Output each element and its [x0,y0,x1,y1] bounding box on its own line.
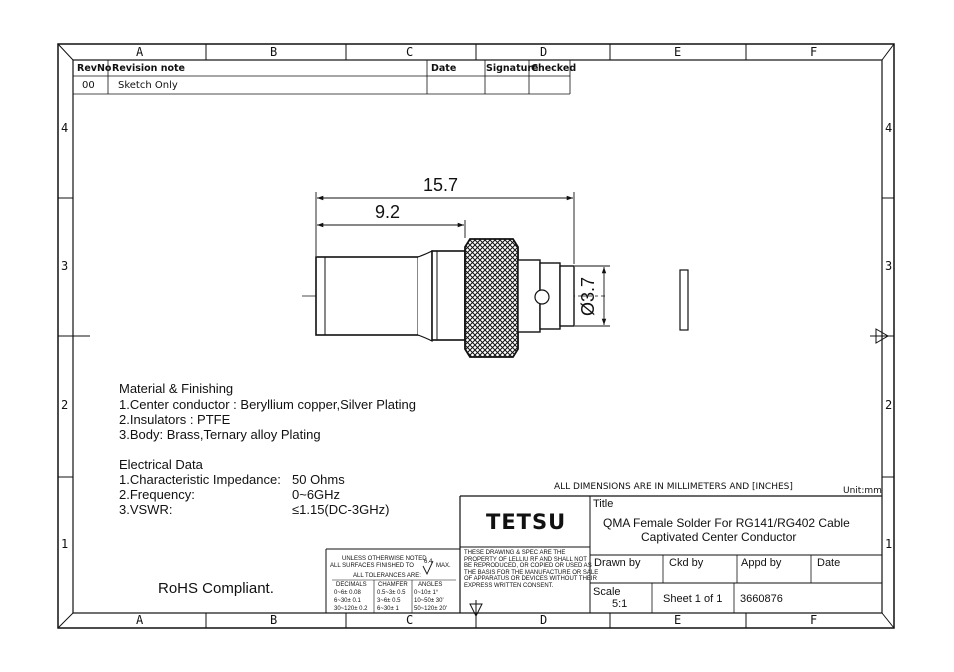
tolerance-line-1: Unless otherwise noted [342,556,427,562]
disclaimer-line: express written consent. [464,582,554,589]
title-block-grid [325,495,882,613]
zone-label-bottom-d: D [540,613,548,627]
units-note: All dimensions are in millimeters and [i… [554,482,793,492]
tolerance-cell: 3~6± 0.5 [377,598,401,604]
drawing-frame [57,43,895,629]
tolerance-col-header: Angles [418,582,443,588]
drawing-title-line-1: QMA Female Solder For RG141/RG402 Cable [603,516,850,530]
revision-header-note: Revision note [112,63,185,74]
dimension-lines [315,192,610,327]
tolerance-cell: 0~10± 1° [414,590,439,596]
material-title: Material & Finishing [119,381,234,396]
zone-label-left-3: 3 [61,259,69,273]
tolerance-cell: 6~30± 1 [377,606,399,612]
scale-value: 5:1 [612,598,628,610]
tolerance-cell: 10~50± 30' [414,598,444,604]
zone-label-bottom-b: B [270,613,278,627]
sheet-number: Sheet 1 of 1 [663,593,723,605]
tolerance-cell: 50~120± 20' [414,606,447,612]
zone-label-left-2: 2 [61,398,69,412]
electrical-title: Electrical Data [119,457,203,472]
scale-label: Scale [593,586,621,598]
zone-label-bottom-e: E [674,613,682,627]
approved-by-label: Appd by [741,557,782,569]
zone-label-top-f: F [810,45,818,59]
electrical-value: 50 Ohms [292,472,345,487]
tolerance-cell: 0~6± 0.08 [334,590,361,596]
company-logo-text: TETSU [486,510,567,534]
material-line: 2.Insulators : PTFE [119,412,231,427]
rohs-note: RoHS Compliant. [158,580,274,597]
connector-side-view [302,238,605,358]
disclaimer-line: the basis for the manufacture or sale [464,569,599,576]
title-label: Title [593,498,614,510]
disclaimer-line: be reproduced, or copied or used as [464,563,592,569]
zone-label-left-4: 4 [61,121,69,135]
electrical-label: 3.VSWR: [119,502,173,517]
dimension-partial-length: 9.2 [375,202,401,222]
revision-header-rev: RevNo [77,63,112,74]
material-line: 3.Body: Brass,Ternary alloy Plating [119,427,321,442]
revision-row-note: Sketch Only [118,80,178,91]
dimension-diameter: Ø3.7 [578,276,599,317]
surface-finish-suffix: max. [436,563,451,569]
surface-finish-value: 6.4 [424,559,433,565]
tolerance-col-header: Decimals [336,582,367,588]
tolerance-cell: 30~120± 0.2 [334,606,368,612]
zone-label-left-1: 1 [61,537,69,551]
zone-label-right-2: 2 [885,398,893,412]
zone-label-top-a: A [136,45,144,59]
tolerance-cell: 0.5~3± 0.5 [377,590,406,596]
drawn-by-label: Drawn by [594,557,641,569]
date-label: Date [817,557,841,569]
zone-label-right-3: 3 [885,259,893,273]
zone-label-top-b: B [270,45,278,59]
zone-label-top-e: E [674,45,682,59]
zone-label-bottom-c: C [406,613,414,627]
revision-row-rev: 00 [82,80,95,91]
revision-header-signature: Signature [486,63,539,74]
electrical-value: 0~6GHz [292,487,341,502]
material-line: 1.Center conductor : Beryllium copper,Si… [119,397,416,412]
zone-label-top-d: D [540,45,548,59]
zone-label-bottom-a: A [136,613,144,627]
tolerance-col-header: Chamfer [378,582,408,588]
revision-table-grid [73,60,571,95]
electrical-label: 2.Frequency: [119,487,195,502]
zone-label-bottom-f: F [810,613,818,627]
electrical-value: ≤1.15(DC-3GHz) [292,502,390,517]
end-view-outline [679,269,689,331]
zone-label-right-1: 1 [885,537,893,551]
zone-label-right-4: 4 [885,121,893,135]
checked-by-label: Ckd by [669,557,704,569]
tolerance-cell: 6~30± 0.1 [334,598,361,604]
drawing-title-line-2: Captivated Center Conductor [641,530,797,544]
disclaimer-line: property of lelliu rf and shall not [464,556,587,563]
zone-label-top-c: C [406,45,414,59]
disclaimer-line: of apparatus or devices without their [464,576,597,582]
electrical-label: 1.Characteristic Impedance: [119,472,281,487]
unit-label: Unit:mm [843,486,882,496]
tolerance-line-3: All tolerances are: [353,573,421,579]
dimension-overall-length: 15.7 [423,175,459,195]
drawing-number: 3660876 [740,593,783,605]
revision-header-date: Date [431,63,457,74]
disclaimer-line: These drawing & spec are the [464,550,566,556]
revision-header-checked: Checked [531,63,577,74]
tolerance-line-2: All surfaces finished to [330,563,414,569]
